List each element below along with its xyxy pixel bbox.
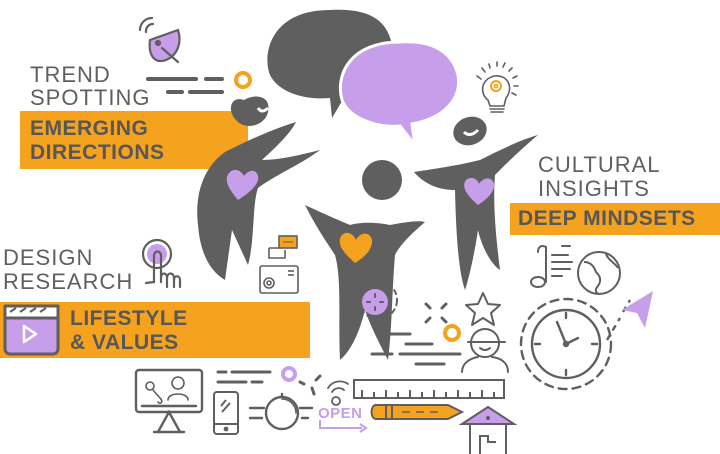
bottom-connector-dashes: [216, 370, 322, 396]
trend-banner-line2: DIRECTIONS: [30, 141, 165, 164]
deep-mindsets-banner: [510, 203, 720, 235]
target-icon: [248, 392, 314, 431]
house-icon: [458, 405, 518, 454]
gear-icon: [358, 280, 398, 320]
left-heart: [226, 169, 259, 200]
center-person-figure: [305, 160, 425, 360]
chat-camera-icon: [259, 235, 299, 294]
cursor-arrow-icon: [605, 291, 653, 341]
pencil-icon: [370, 404, 465, 420]
ruler-icon: [353, 379, 505, 399]
design-banner-line2: & VALUES: [70, 331, 179, 354]
emerging-directions-banner: [20, 111, 248, 169]
left-person-figure: [197, 96, 320, 280]
orange-ring-2: [443, 324, 461, 342]
sparkle-burst-icon: [424, 302, 448, 324]
touch-button-icon: [141, 238, 182, 289]
center-connector-dashes: [370, 332, 462, 366]
open-sign-text: OPEN: [318, 405, 363, 422]
trend-title-line2: SPOTTING: [30, 85, 151, 110]
open-sign-icon: OPEN: [318, 405, 368, 433]
star-icon: [465, 292, 501, 326]
trend-banner-line1: EMERGING: [30, 117, 149, 140]
trend-title-line1: TREND: [30, 62, 111, 87]
monitor-singer-icon: [134, 368, 204, 434]
trend-connector-dashes: [146, 77, 224, 94]
clock-icon: [519, 297, 613, 391]
globe-icon: [577, 251, 621, 295]
phone-icon: [213, 391, 239, 435]
satellite-dish-icon: [138, 16, 181, 64]
right-heart: [464, 177, 495, 205]
wifi-icon: [327, 380, 349, 406]
design-title-line1: DESIGN: [3, 245, 94, 270]
design-title-line2: RESEARCH: [3, 269, 134, 294]
center-heart: [339, 232, 373, 263]
cultural-title-line2: INSIGHTS: [538, 176, 650, 201]
person-icon: [461, 328, 509, 373]
lightbulb-icon: [476, 61, 519, 113]
right-person-figure: [414, 116, 538, 290]
music-note-icon: [530, 245, 573, 288]
purple-ring: [281, 366, 297, 382]
video-clapper-icon: [3, 304, 60, 356]
cultural-title-line1: CULTURAL: [538, 152, 661, 177]
cultural-banner-line1: DEEP MINDSETS: [518, 207, 696, 230]
orange-ring: [234, 71, 252, 89]
design-banner-line1: LIFESTYLE: [70, 307, 188, 330]
purple-speech-bubble: [338, 40, 461, 151]
